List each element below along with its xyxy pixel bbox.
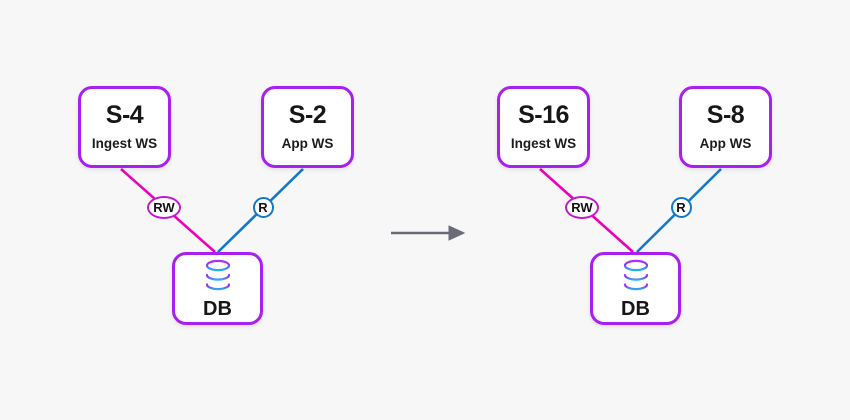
node-subtitle: App WS <box>699 136 752 152</box>
node-db-label: DB <box>621 297 650 320</box>
node-db[interactable]: DB <box>172 252 263 325</box>
node-db-label: DB <box>203 297 232 320</box>
edge-label-rw: RW <box>147 195 181 219</box>
database-icon <box>623 259 648 290</box>
edge-label-r: R <box>252 196 274 218</box>
node-subtitle: App WS <box>281 136 334 152</box>
node-db[interactable]: DB <box>590 252 681 325</box>
node-subtitle: Ingest WS <box>91 136 158 152</box>
node-title: S-16 <box>518 101 569 130</box>
node-title: S-2 <box>288 101 327 130</box>
node-subtitle: Ingest WS <box>510 136 577 152</box>
database-icon <box>205 259 230 290</box>
edge-label-r: R <box>670 196 692 218</box>
node-title: S-4 <box>105 101 144 130</box>
edge-label-rw: RW <box>565 195 599 219</box>
node-title: S-8 <box>706 101 745 130</box>
